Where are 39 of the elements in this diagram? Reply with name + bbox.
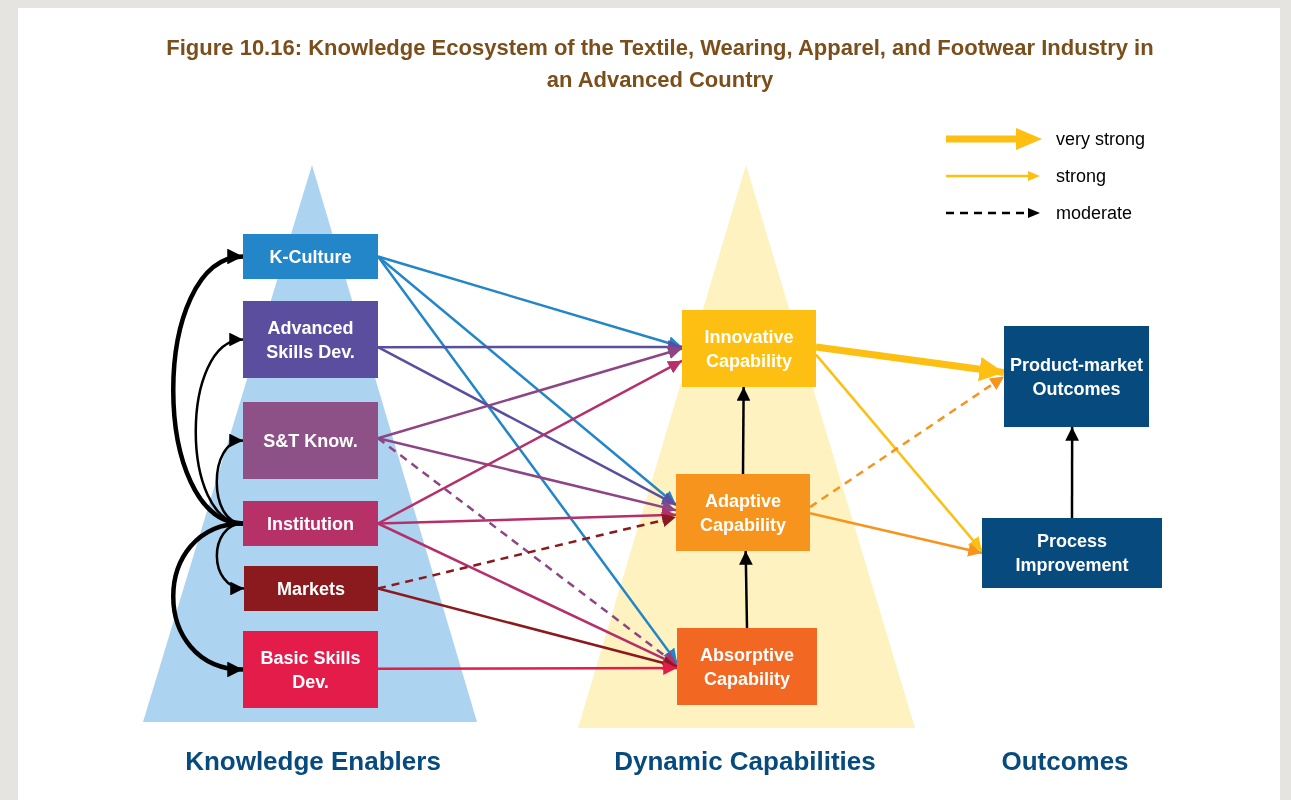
arrow bbox=[377, 359, 683, 525]
column-heading: Outcomes bbox=[1001, 746, 1129, 776]
legend-label: moderate bbox=[1056, 201, 1133, 225]
arrow bbox=[377, 255, 683, 350]
node-box: Markets bbox=[244, 566, 378, 611]
node-box: S&T Know. bbox=[243, 402, 378, 479]
arrow bbox=[377, 436, 677, 514]
column-heading: Dynamic Capabilities bbox=[614, 746, 876, 776]
node-box: Absorptive Capability bbox=[677, 628, 817, 705]
arrow bbox=[809, 512, 983, 557]
node-box: Advanced Skills Dev. bbox=[243, 301, 378, 378]
arrow bbox=[171, 252, 244, 526]
node-box: Basic Skills Dev. bbox=[243, 631, 378, 708]
node-box: Product-market Outcomes bbox=[1004, 326, 1149, 427]
legend-label: strong bbox=[1056, 164, 1107, 188]
legend-label: very strong bbox=[1056, 127, 1146, 151]
column-heading: Knowledge Enablers bbox=[185, 746, 441, 776]
node-box: Adaptive Capability bbox=[676, 474, 810, 551]
arrow bbox=[809, 375, 1005, 509]
arrow bbox=[377, 522, 678, 667]
arrow bbox=[815, 353, 983, 552]
arrow bbox=[736, 387, 751, 474]
figure-title: Figure 10.16: Knowledge Ecosystem of the Textile, Wearing, Apparel, and Footwear Industry in an Advanced Country bbox=[165, 34, 1155, 94]
arrow bbox=[377, 437, 678, 666]
arrow bbox=[171, 521, 244, 676]
node-box: K-Culture bbox=[243, 234, 378, 279]
arrow bbox=[815, 343, 1005, 382]
arrow bbox=[1065, 427, 1079, 518]
arrow bbox=[377, 587, 678, 670]
arrow bbox=[377, 513, 677, 590]
node-box: Institution bbox=[243, 501, 378, 546]
arrow bbox=[377, 508, 677, 525]
arrow bbox=[378, 661, 677, 675]
node-box: Innovative Capability bbox=[682, 310, 816, 387]
arrow bbox=[739, 550, 753, 629]
arrow bbox=[377, 346, 677, 506]
arrow bbox=[377, 255, 677, 506]
arrow bbox=[377, 345, 683, 440]
node-box: Process Improvement bbox=[982, 518, 1162, 588]
